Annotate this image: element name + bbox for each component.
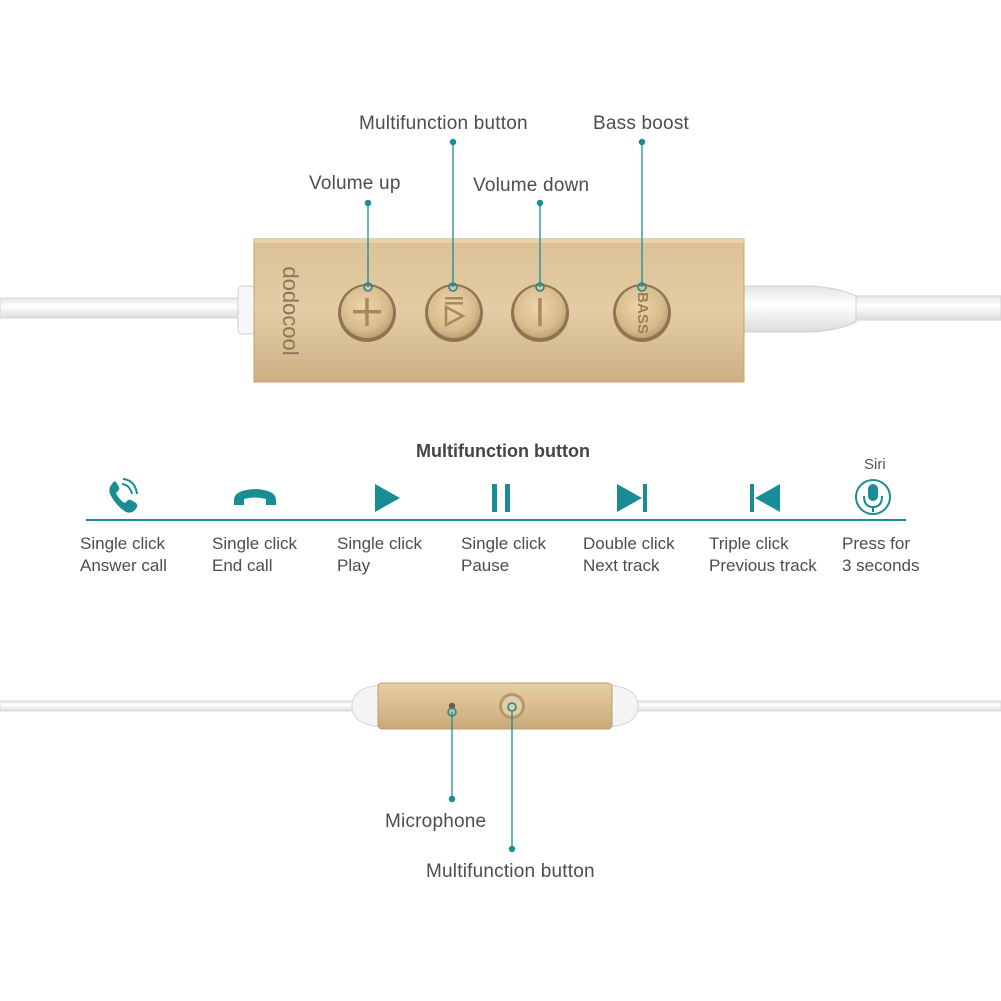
svg-text:BASS: BASS <box>634 292 651 334</box>
microphone-icon <box>855 479 891 515</box>
inline-multifunction-button[interactable] <box>499 693 525 719</box>
siri-label: Siri <box>864 456 886 473</box>
brand-logo: dodocool <box>278 266 303 355</box>
next-track-icon <box>617 484 647 512</box>
callout-volume-up: Volume up <box>309 173 401 194</box>
phone-hangup-icon <box>234 489 276 505</box>
bass-boost-button[interactable]: BASS <box>613 284 671 342</box>
callout-multifunction-top: Multifunction button <box>359 113 528 134</box>
volume-down-button[interactable] <box>511 284 569 342</box>
play-icon <box>375 484 400 512</box>
callout-microphone: Microphone <box>385 811 487 832</box>
cable-right <box>741 285 1001 333</box>
functions-title: Multifunction button <box>416 441 590 461</box>
previous-track-icon <box>750 484 780 512</box>
phone-answer-icon <box>109 478 138 513</box>
cable-left <box>0 285 257 335</box>
callout-volume-down: Volume down <box>473 175 590 196</box>
play-pause-button[interactable] <box>425 284 483 342</box>
inline-remote-body <box>377 682 613 730</box>
pause-icon <box>492 484 510 512</box>
callout-bass-boost: Bass boost <box>593 113 689 134</box>
bottom-cable <box>0 684 1001 728</box>
callout-multifunction-bottom: Multifunction button <box>426 861 595 882</box>
volume-up-button[interactable] <box>338 284 396 342</box>
